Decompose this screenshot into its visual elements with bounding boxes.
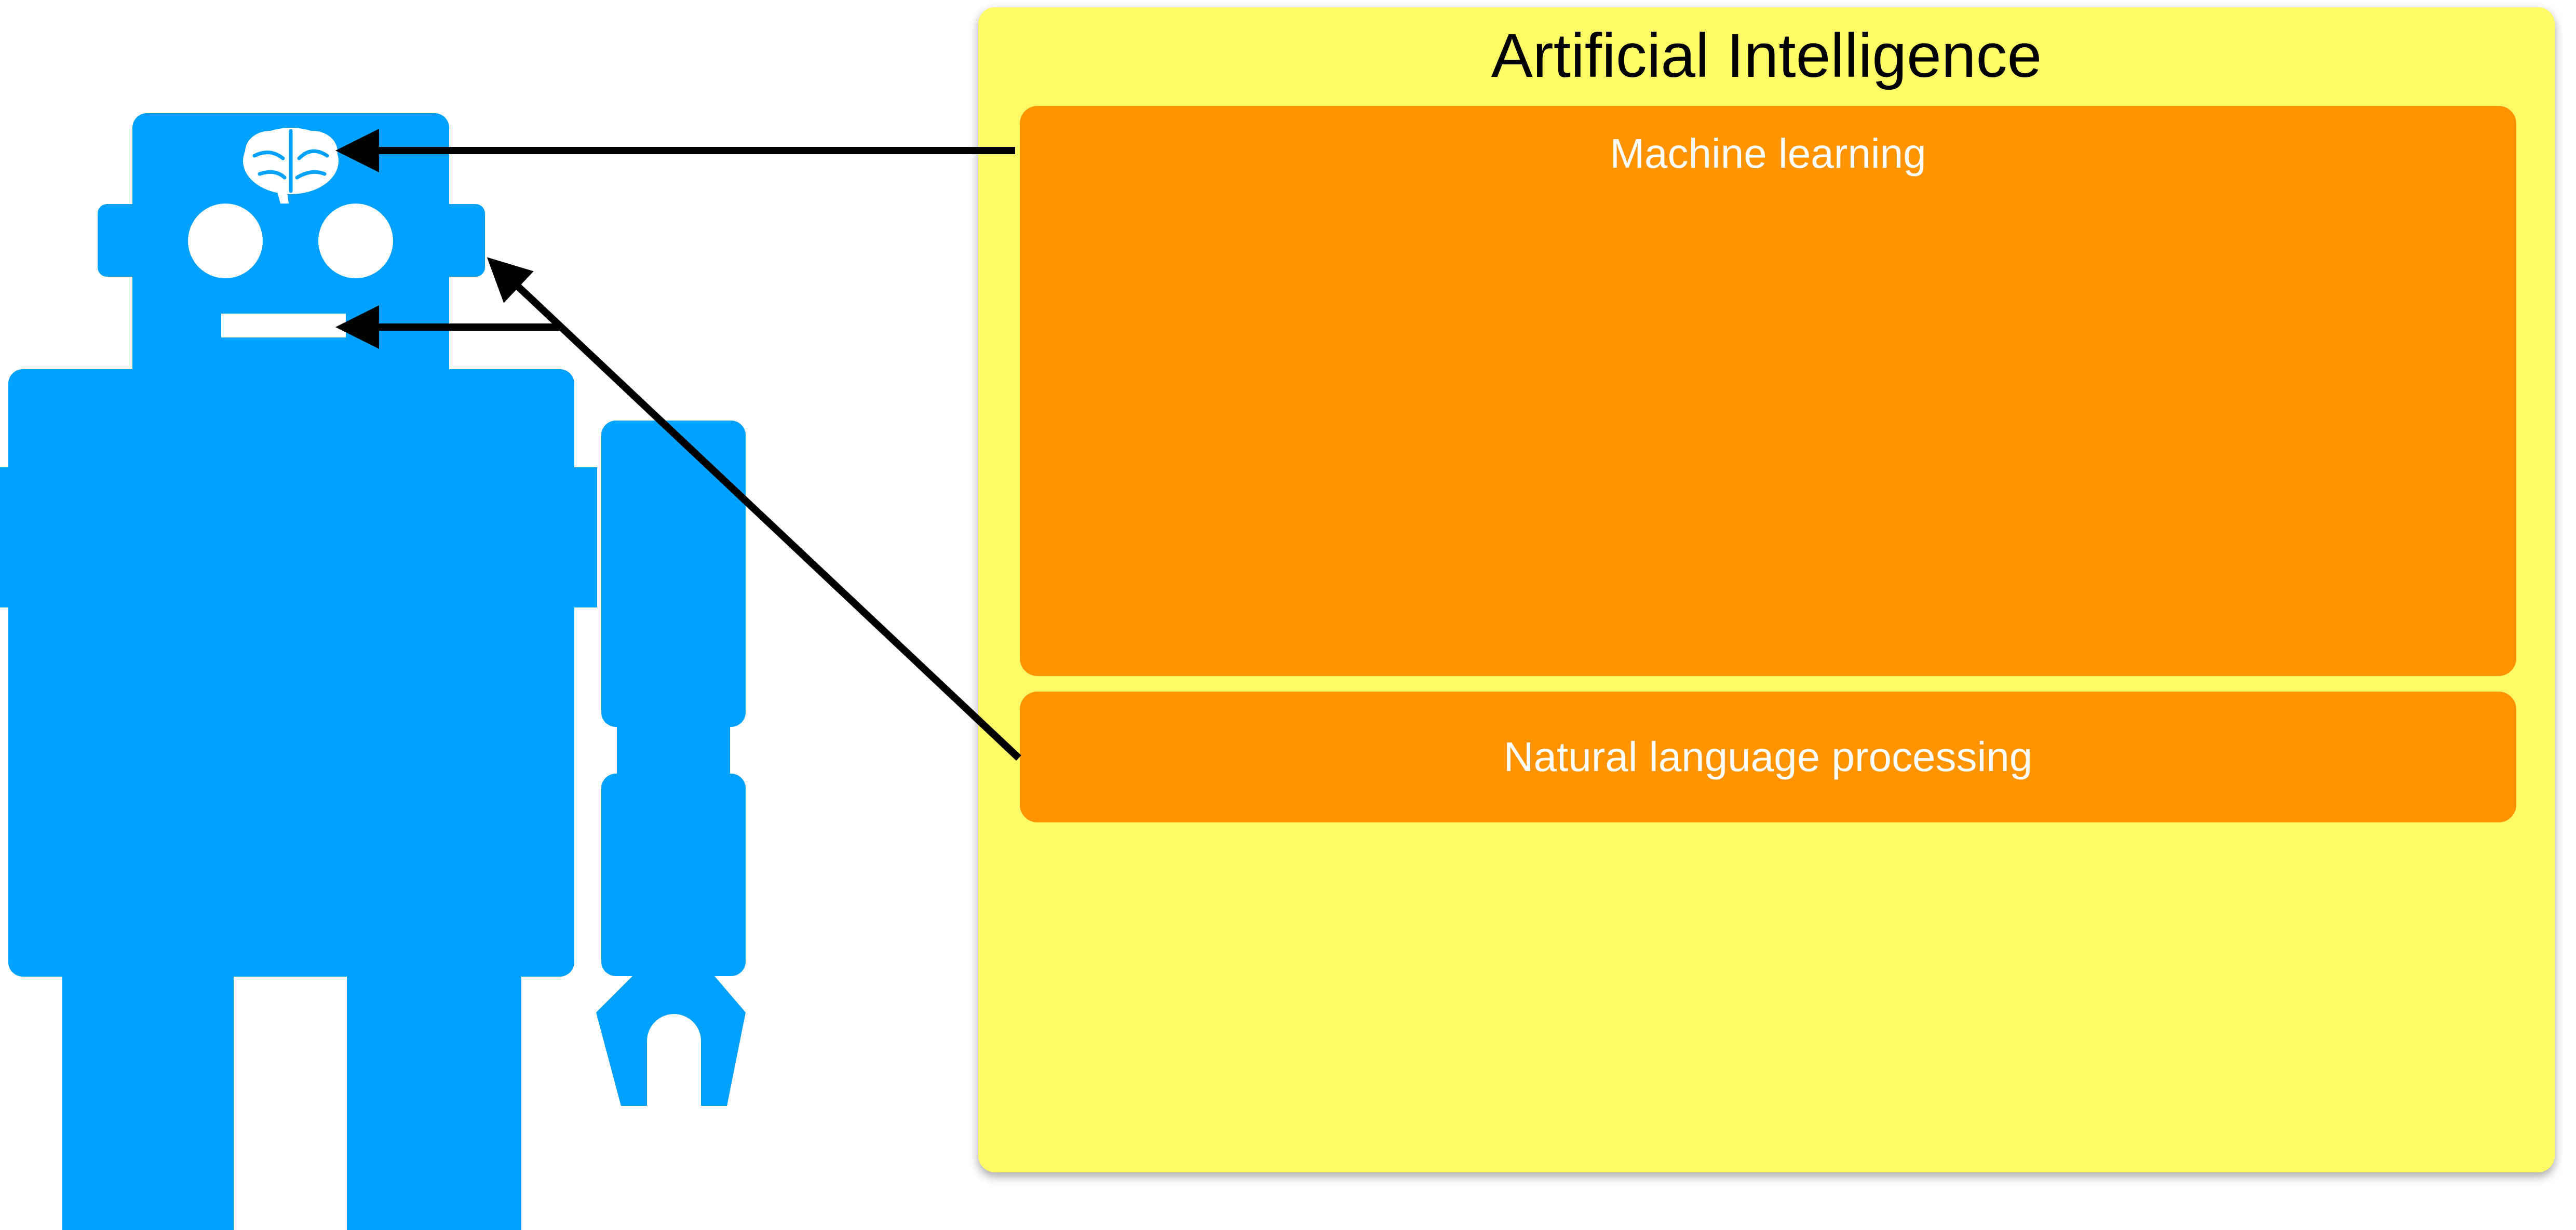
robot-left-shoulder (0, 467, 21, 607)
robot-elbow (617, 722, 730, 779)
robot-upper-arm (601, 421, 746, 727)
robot-left-ear (98, 204, 144, 277)
robot-claw (596, 976, 746, 1106)
robot-left-eye (188, 204, 263, 278)
robot-right-ear (437, 204, 485, 277)
machine-learning-label: Machine learning (1610, 130, 1926, 177)
robot-right-leg (347, 971, 521, 1230)
robot-arm-connector (566, 467, 597, 607)
robot-torso (8, 369, 574, 977)
ai-box-title: Artificial Intelligence (1491, 21, 2042, 90)
nlp-label: Natural language processing (1503, 734, 2033, 780)
artificial-intelligence-box: Artificial Intelligence Machine learning… (978, 7, 2555, 1172)
robot-right-eye (318, 204, 393, 278)
machine-learning-box: Machine learning (1020, 106, 2516, 676)
robot-body-group (0, 113, 746, 1230)
robot-left-leg (62, 971, 234, 1230)
robot-mouth (221, 314, 346, 337)
robot-lower-arm (601, 774, 746, 976)
nlp-box: Natural language processing (1020, 692, 2516, 822)
brain-icon (243, 128, 339, 204)
